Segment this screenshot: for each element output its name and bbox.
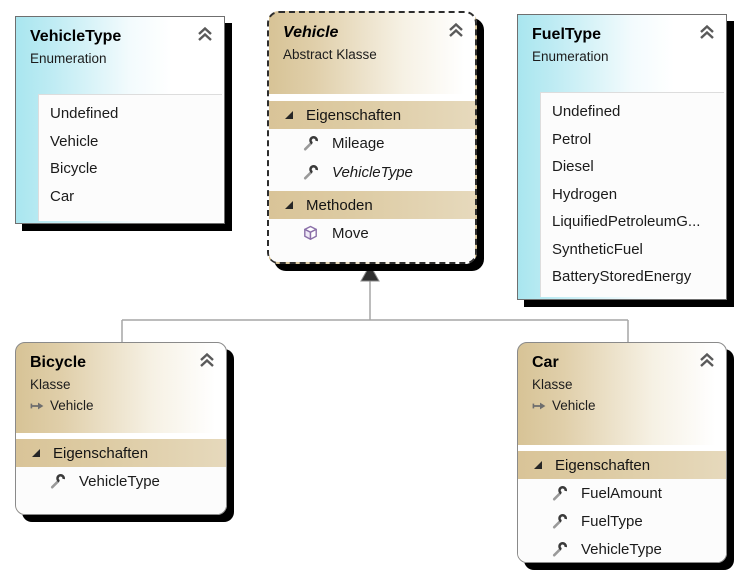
collapse-button[interactable] — [446, 21, 466, 39]
enum-member[interactable]: Bicycle — [50, 160, 98, 177]
enum-member[interactable]: BatteryStoredEnergy — [552, 268, 692, 285]
box-subtitle: Abstract Klasse — [283, 47, 377, 62]
member-row[interactable]: Mileage — [269, 129, 475, 158]
box-title: Vehicle — [283, 24, 339, 41]
section-header-properties[interactable]: Eigenschaften — [269, 101, 475, 129]
enum-members-panel: Undefined Vehicle Bicycle Car — [38, 94, 222, 221]
wrench-icon — [302, 164, 319, 181]
section-label: Eigenschaften — [306, 106, 402, 124]
section-header-methods[interactable]: Methoden — [269, 191, 475, 219]
double-chevron-up-icon — [700, 24, 714, 39]
member-row[interactable]: FuelAmount — [518, 479, 726, 507]
enum-member[interactable]: Diesel — [552, 158, 594, 175]
class-box-vehicle[interactable]: Vehicle Abstract Klasse Eigenschaften — [267, 11, 477, 264]
box-title: Car — [532, 354, 559, 371]
arrow-right-icon — [30, 402, 44, 409]
enum-header: FuelType Enumeration — [518, 15, 726, 64]
class-header: Bicycle Klasse Vehicle — [16, 343, 226, 433]
cube-icon — [302, 225, 319, 242]
enum-box-fueltype[interactable]: FuelType Enumeration Undefined Petrol Di… — [517, 14, 727, 300]
double-chevron-up-icon — [200, 352, 214, 367]
member-row[interactable]: VehicleType — [269, 158, 475, 187]
box-subtitle: Klasse — [532, 377, 573, 392]
member-label: Move — [332, 225, 369, 242]
collapse-button[interactable] — [195, 25, 215, 43]
section-label: Eigenschaften — [555, 456, 651, 474]
triangle-expander-icon — [32, 449, 40, 457]
class-box-car[interactable]: Car Klasse Vehicle — [517, 342, 727, 563]
collapse-button[interactable] — [197, 351, 217, 369]
box-title: Bicycle — [30, 354, 87, 371]
enum-member[interactable]: Car — [50, 187, 75, 205]
enum-members-panel: Undefined Petrol Diesel Hydrogen Liquifi… — [540, 92, 724, 297]
class-header: Vehicle Abstract Klasse — [269, 13, 475, 94]
member-label: VehicleType — [332, 164, 413, 181]
enum-member[interactable]: Undefined — [50, 105, 119, 122]
box-subtitle: Enumeration — [532, 49, 609, 64]
wrench-icon — [302, 135, 319, 152]
box-subtitle: Klasse — [30, 377, 71, 392]
member-label: Mileage — [332, 135, 385, 152]
triangle-expander-icon — [285, 111, 293, 119]
class-header: Car Klasse Vehicle — [518, 343, 726, 445]
enum-member[interactable]: Hydrogen — [552, 185, 618, 203]
class-box-bicycle[interactable]: Bicycle Klasse Vehicle — [15, 342, 227, 515]
inheritance-arrowhead-icon[interactable] — [360, 263, 380, 282]
box-title: FuelType — [532, 26, 602, 43]
member-label: VehicleType — [581, 540, 662, 558]
inheritance-connector[interactable] — [121, 279, 629, 343]
base-type-row[interactable]: Vehicle — [532, 398, 712, 413]
double-chevron-up-icon — [198, 26, 212, 41]
wrench-icon — [551, 513, 568, 530]
double-chevron-up-icon — [449, 22, 463, 37]
collapse-button[interactable] — [697, 23, 717, 41]
collapse-button[interactable] — [697, 351, 717, 369]
member-row[interactable]: VehicleType — [518, 535, 726, 562]
arrow-right-icon — [532, 402, 546, 409]
base-type-row[interactable]: Vehicle — [30, 398, 212, 413]
enum-member[interactable]: Vehicle — [50, 132, 99, 150]
enum-header: VehicleType Enumeration — [16, 17, 224, 66]
base-type-label: Vehicle — [552, 398, 596, 413]
member-row[interactable]: VehicleType — [16, 467, 226, 496]
section-header-properties[interactable]: Eigenschaften — [518, 451, 726, 479]
box-subtitle: Enumeration — [30, 51, 107, 66]
member-label: FuelType — [581, 512, 643, 530]
member-label: VehicleType — [79, 473, 160, 490]
section-label: Eigenschaften — [53, 444, 149, 462]
double-chevron-up-icon — [700, 352, 714, 367]
wrench-icon — [551, 485, 568, 502]
base-type-label: Vehicle — [50, 398, 94, 413]
enum-box-vehicletype[interactable]: VehicleType Enumeration Undefined Vehicl… — [15, 16, 225, 224]
triangle-expander-icon — [534, 461, 542, 469]
wrench-icon — [551, 541, 568, 558]
enum-member[interactable]: Undefined — [552, 103, 621, 120]
box-title: VehicleType — [30, 28, 122, 45]
enum-member[interactable]: LiquifiedPetroleumG... — [552, 213, 701, 230]
member-label: FuelAmount — [581, 484, 662, 502]
triangle-expander-icon — [285, 201, 293, 209]
member-row[interactable]: Move — [269, 219, 475, 248]
enum-member[interactable]: SyntheticFuel — [552, 240, 643, 258]
section-header-properties[interactable]: Eigenschaften — [16, 439, 226, 467]
member-row[interactable]: FuelType — [518, 507, 726, 535]
section-label: Methoden — [306, 196, 373, 214]
enum-member[interactable]: Petrol — [552, 130, 592, 148]
wrench-icon — [49, 473, 66, 490]
